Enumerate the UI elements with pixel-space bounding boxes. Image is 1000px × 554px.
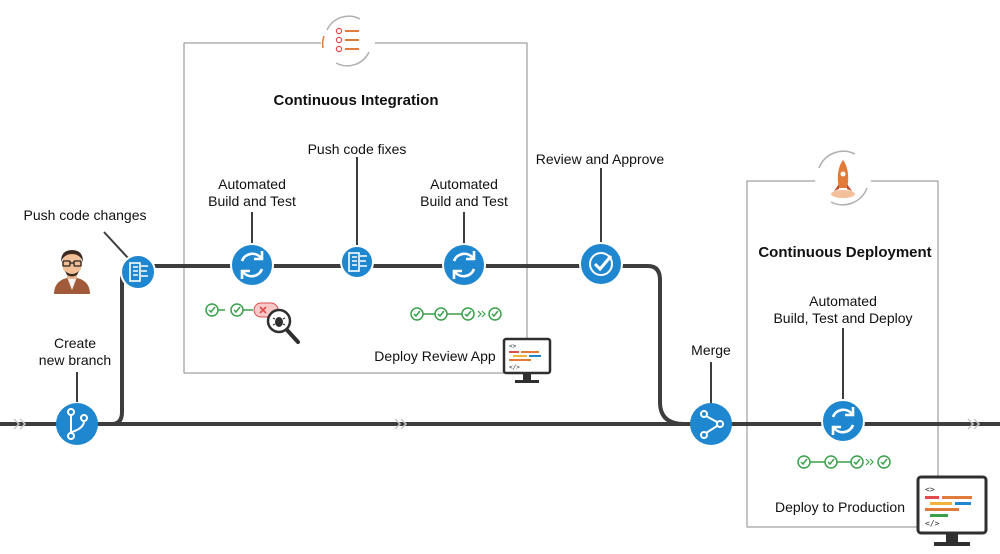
svg-text:<>: <> <box>509 343 517 350</box>
git-branch-icon[interactable] <box>56 403 98 445</box>
cd-title: Continuous Deployment <box>758 244 932 261</box>
automated-build-label-1: Automated Build and Test <box>192 176 312 210</box>
review-app-monitor-icon: <> </> <box>502 337 552 383</box>
production-monitor-icon: <> </> <box>916 475 988 546</box>
deploy-review-app-label: Deploy Review App <box>374 348 496 364</box>
automated-build-2-line-2: Build and Test <box>420 193 508 209</box>
cd-automated-label: Automated Build, Test and Deploy <box>758 293 928 327</box>
create-branch-line-1: Create <box>53 335 97 351</box>
svg-text:<>: <> <box>925 485 935 494</box>
build-test-refresh-icon-1[interactable] <box>230 243 274 287</box>
cd-automated-line-2: Build, Test and Deploy <box>773 310 913 326</box>
build-test-refresh-icon-2[interactable] <box>442 243 486 287</box>
push-changes-checklist-icon[interactable] <box>120 254 156 290</box>
cd-rocket-emblem-icon <box>815 150 871 206</box>
ci-emblem-icon <box>321 14 375 68</box>
flow-chevron-icon <box>13 418 981 430</box>
approve-checkmark-icon[interactable] <box>579 242 623 286</box>
deploy-status-passed-row <box>797 455 891 469</box>
svg-text:</>: </> <box>925 519 940 528</box>
deploy-to-production-label: Deploy to Production <box>775 499 905 515</box>
ci-title: Continuous Integration <box>273 92 439 109</box>
deploy-refresh-icon[interactable] <box>821 399 865 443</box>
create-branch-line-2: new branch <box>38 352 112 368</box>
automated-build-label-2: Automated Build and Test <box>404 176 524 210</box>
push-code-fixes-label: Push code fixes <box>307 141 407 157</box>
push-fixes-checklist-icon[interactable] <box>340 245 374 279</box>
svg-text:</>: </> <box>509 364 520 371</box>
automated-build-1-line-2: Build and Test <box>208 193 296 209</box>
automated-build-1-line-1: Automated <box>218 176 286 192</box>
git-merge-icon[interactable] <box>690 403 732 445</box>
automated-build-2-line-1: Automated <box>430 176 498 192</box>
merge-label: Merge <box>691 342 731 358</box>
create-branch-label: Create new branch <box>20 335 130 369</box>
test-status-failed-row <box>205 302 279 318</box>
review-and-approve-label: Review and Approve <box>535 151 665 167</box>
feature-branch-track <box>77 264 716 426</box>
bug-magnifier-icon <box>266 308 300 344</box>
push-code-changes-label: Push code changes <box>23 207 147 223</box>
cd-automated-line-1: Automated <box>809 293 877 309</box>
developer-avatar-icon <box>54 250 90 294</box>
connector-push-changes <box>103 231 129 259</box>
test-status-passed-row <box>410 307 502 321</box>
